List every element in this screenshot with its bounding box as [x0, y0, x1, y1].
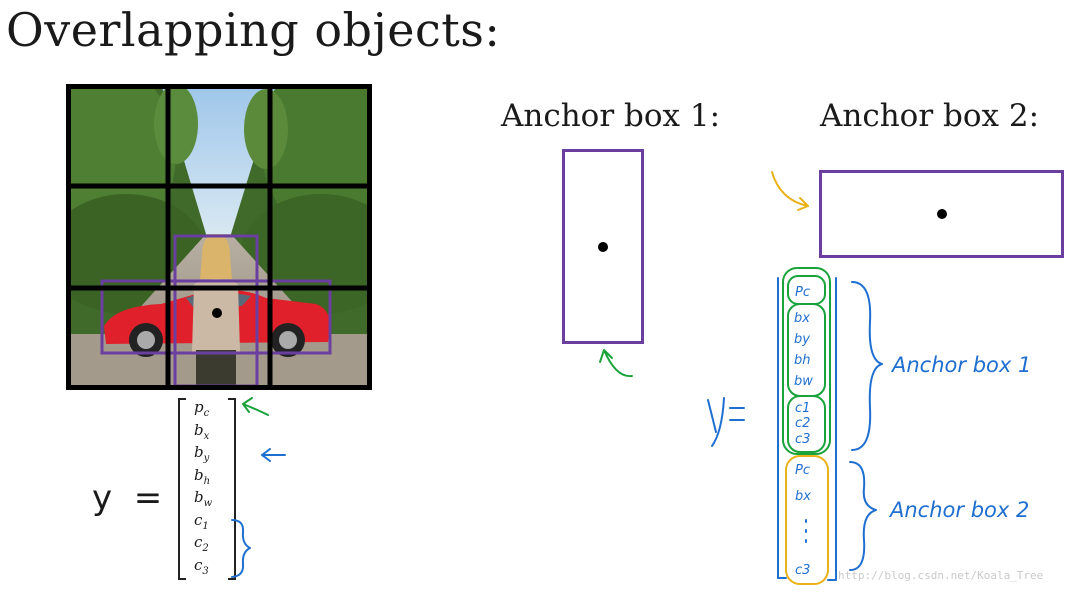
- vector-entry: pc: [188, 396, 228, 419]
- entry-base: c: [194, 510, 203, 529]
- entry-base: b: [194, 443, 204, 461]
- hw-entry: c3: [795, 432, 810, 447]
- anchor-box-1-shape: [562, 149, 644, 344]
- anchor-box-2-shape: [819, 170, 1064, 258]
- hw-group-1-label: Anchor box 1: [890, 353, 1031, 377]
- hw-entry: c1: [795, 401, 810, 416]
- vector-entry: bw: [188, 486, 228, 509]
- hw-entry: bx: [795, 489, 811, 504]
- hw-entry: Pc: [795, 285, 810, 300]
- vector-entry: by: [188, 441, 228, 464]
- entry-base: c: [194, 533, 203, 551]
- entry-base: p: [194, 398, 204, 416]
- entry-subscript: c: [203, 408, 210, 419]
- center-dot: [936, 209, 947, 219]
- vector-entry: bh: [188, 464, 228, 487]
- vector-entry: c2: [188, 531, 228, 554]
- entry-subscript: w: [203, 498, 213, 509]
- vector-entry: c1: [188, 509, 228, 532]
- right-bracket: [228, 398, 236, 580]
- watermark: http://blog.csdn.net/Koala_Tree: [838, 569, 1044, 582]
- entry-base: b: [194, 420, 204, 439]
- entry-base: b: [194, 488, 204, 506]
- hw-entry: c3: [795, 563, 810, 578]
- anchor-box-1-label: Anchor box 1:: [501, 98, 721, 134]
- entry-base: c: [194, 555, 203, 574]
- vector-entry: bx: [188, 419, 228, 442]
- slide-title: Overlapping objects:: [6, 3, 501, 57]
- hw-entry: bw: [794, 374, 813, 389]
- entry-subscript: 1: [202, 520, 209, 532]
- entry-subscript: 3: [202, 565, 209, 577]
- entry-base: b: [194, 465, 204, 484]
- hw-entry: bh: [794, 353, 811, 368]
- hw-entry: c2: [795, 416, 810, 431]
- entry-subscript: y: [203, 453, 210, 464]
- left-bracket: [178, 398, 186, 580]
- hw-entry: bx: [794, 311, 810, 326]
- hw-entry: Pc: [795, 463, 810, 478]
- equation-lhs: y =: [92, 478, 163, 518]
- scene-photo: [66, 84, 372, 390]
- entry-subscript: h: [203, 475, 211, 487]
- hw-entry: by: [794, 332, 810, 347]
- vector-entry: c3: [188, 554, 228, 577]
- hw-group-2-label: Anchor box 2: [888, 498, 1029, 522]
- entry-subscript: 2: [202, 543, 209, 554]
- center-dot: [598, 241, 608, 252]
- anchor-box-2-label: Anchor box 2:: [820, 98, 1040, 134]
- entry-subscript: x: [203, 430, 210, 442]
